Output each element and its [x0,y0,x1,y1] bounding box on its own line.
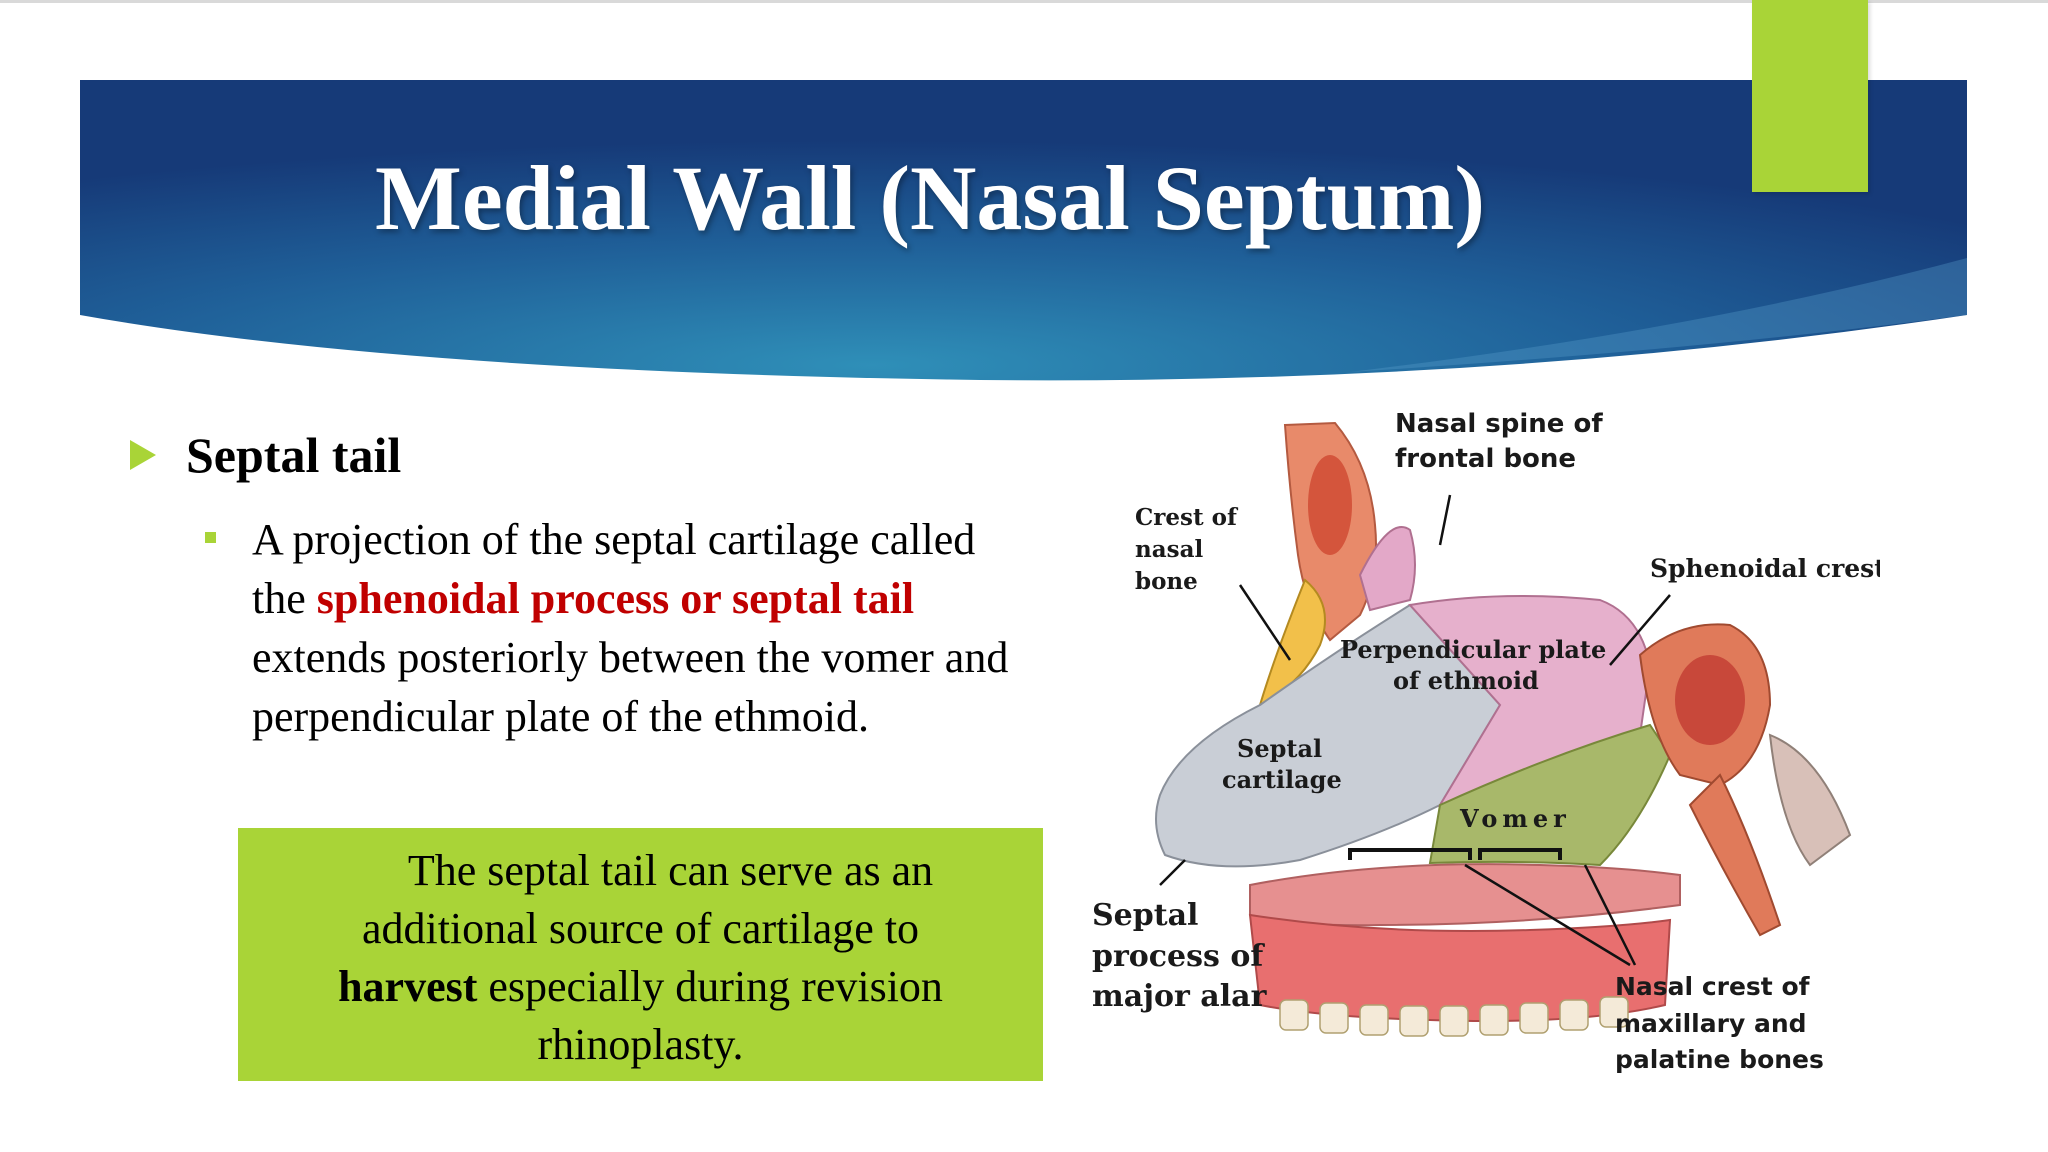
callout-line-3-rest: especially during revision [477,962,943,1011]
occipital-shape [1768,733,1852,867]
label-nasal-crest-2: maxillary and [1615,1009,1807,1038]
callout-box: The septal tail can serve as an addition… [238,828,1043,1081]
label-septal-cart-1: Septal [1237,734,1322,763]
label-septal-process-1: Septal [1092,898,1198,933]
callout-line-3: harvest especially during revision [258,958,1023,1016]
label-perp-plate-2: of ethmoid [1393,666,1539,695]
septal-cartilage-shape [1155,603,1502,868]
bracket-left [1348,848,1472,860]
teeth-shape [1279,996,1629,1037]
callout-line-4: rhinoplasty. [537,1020,744,1069]
label-nasal-crest-1: Nasal crest of [1615,972,1811,1001]
slide-title: Medial Wall (Nasal Septum) [374,147,1486,249]
accent-tab [1752,0,1868,192]
label-sphenoidal-crest: Sphenoidal crest [1650,554,1880,583]
label-septal-process-2: process of [1092,939,1265,974]
nasal-spine-shape [1358,526,1416,612]
leader-crest-nasal [1238,584,1292,661]
label-nasal-crest-3: palatine bones [1615,1045,1824,1074]
square-bullet-icon [205,532,216,543]
label-septal-cart-2: cartilage [1222,765,1342,794]
sphenoid-sinus-shape [1675,655,1745,745]
callout-line-2: additional source of cartilage to [361,904,920,953]
sub-bullet-text: A projection of the septal cartilage cal… [252,510,1035,746]
bullet-septal-tail: Septal tail [130,426,401,484]
frontal-sinus-shape [1308,455,1352,555]
palate-shape [1249,863,1681,927]
label-septal-process-3: major alar [1092,979,1268,1014]
label-crest-nasal-2: nasal [1135,536,1203,563]
leader-nasal-spine [1438,494,1452,546]
label-crest-nasal-3: bone [1135,568,1198,595]
vomer-shape [1428,723,1672,867]
sub-bullet: A projection of the septal cartilage cal… [205,510,1035,746]
leader-sphenoidal-crest [1609,594,1671,666]
sub-bullet-part1: A projection of the septal cartilage cal… [252,515,976,623]
label-nasal-spine-1: Nasal spine of [1395,409,1603,439]
leader-septal-process [1159,859,1186,886]
title-banner [80,80,1967,381]
top-border [0,0,2048,3]
sub-bullet-highlight: sphenoidal process or septal tail [316,574,915,623]
label-perp-plate-1: Perpendicular plate [1340,635,1606,664]
bullet-heading: Septal tail [186,427,402,483]
callout-line-1: The septal tail can serve as an [407,846,934,895]
leader-nasal-crest-2 [1583,864,1637,966]
pterygoid-shape [1688,773,1782,937]
nasal-septum-diagram: Nasal spine of frontal bone Crest of nas… [1092,409,1880,1074]
label-crest-nasal-1: Crest of [1135,504,1239,531]
triangle-bullet-icon [130,440,156,470]
callout-bold-word: harvest [338,962,478,1011]
leader-nasal-crest-1 [1464,863,1631,967]
label-vomer: Vomer [1459,804,1571,833]
sub-bullet-part2: extends posteriorly between the vomer an… [252,633,1009,741]
bracket-right [1478,848,1562,860]
label-nasal-spine-2: frontal bone [1395,444,1576,474]
